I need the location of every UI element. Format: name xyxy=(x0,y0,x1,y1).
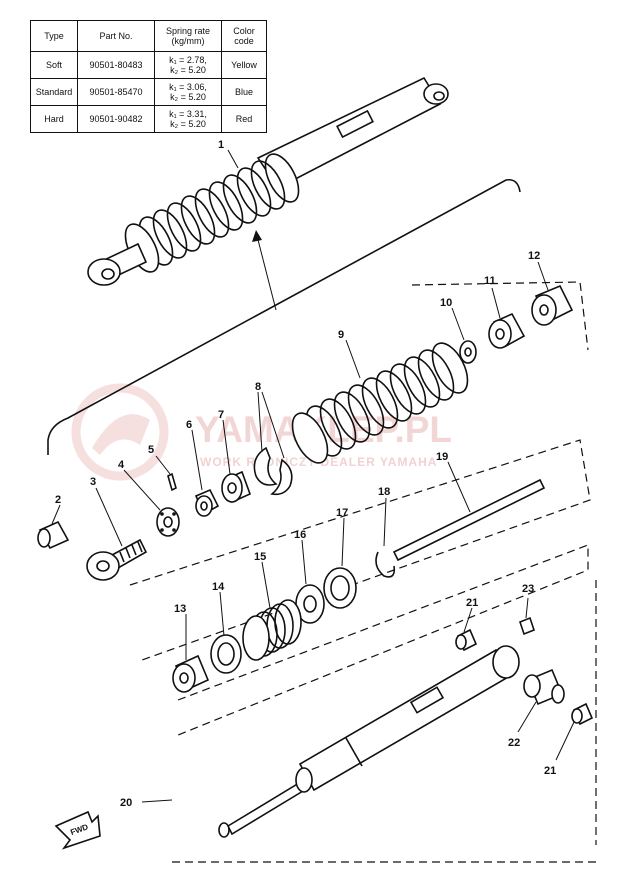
part-labels: 1 2 3 4 5 6 7 8 9 10 11 12 13 14 15 16 1… xyxy=(55,139,556,809)
label-part-5: 5 xyxy=(148,444,154,456)
part-22-bush xyxy=(523,668,565,706)
label-part-12: 12 xyxy=(528,250,540,262)
label-part-22: 22 xyxy=(508,737,520,749)
spec-header-row: Type Part No. Spring rate (kg/mm) Color … xyxy=(30,20,267,52)
fwd-arrow-icon: FWD xyxy=(54,810,101,850)
part-2-collar xyxy=(37,520,70,550)
cell-k2: k₂ = 5.20 xyxy=(170,65,206,75)
part-11-bush xyxy=(488,312,526,349)
part-21-collar-top xyxy=(455,628,478,652)
label-part-3: 3 xyxy=(90,476,96,488)
cell-k2: k₂ = 5.20 xyxy=(170,119,206,129)
part-21-collar-bottom xyxy=(571,702,594,726)
spec-row-standard: Standard 90501-85470 k₁ = 3.06, k₂ = 5.2… xyxy=(30,78,267,106)
part-7-adjuster xyxy=(221,470,252,504)
label-part-10: 10 xyxy=(440,297,452,309)
cell-part-no: 90501-80483 xyxy=(77,51,155,79)
label-part-21-top: 21 xyxy=(466,597,478,609)
cell-type: Standard xyxy=(30,78,78,106)
part-13-bump-stopper xyxy=(172,654,210,693)
header-type: Type xyxy=(30,20,78,52)
cell-color: Red xyxy=(221,105,267,133)
dashed-frame-upper xyxy=(129,439,591,661)
part-6-nut xyxy=(194,488,220,517)
part-15-spring xyxy=(242,599,302,661)
cell-k2: k₂ = 5.20 xyxy=(170,92,206,102)
part-10-washer xyxy=(459,340,477,364)
part-9-spring xyxy=(291,342,469,464)
label-part-20: 20 xyxy=(120,797,132,809)
part-8-spring-seat-halves xyxy=(253,446,293,496)
label-part-6: 6 xyxy=(186,419,192,431)
cell-k1: k₁ = 2.78, xyxy=(169,55,207,65)
cell-color: Blue xyxy=(221,78,267,106)
assembly-arrow xyxy=(255,231,277,311)
part-12-bush xyxy=(531,284,574,326)
part-17-ring xyxy=(323,567,357,609)
cell-part-no: 90501-85470 xyxy=(77,78,155,106)
spring-spec-table: Type Part No. Spring rate (kg/mm) Color … xyxy=(30,20,267,133)
cell-type: Hard xyxy=(30,105,78,133)
watermark-logo-icon xyxy=(71,383,169,481)
cell-type: Soft xyxy=(30,51,78,79)
label-part-19: 19 xyxy=(436,451,448,463)
label-part-7: 7 xyxy=(218,409,224,421)
cell-spring-rate: k₁ = 3.31, k₂ = 5.20 xyxy=(154,105,222,133)
part-18-circlip xyxy=(375,551,396,578)
label-part-15: 15 xyxy=(254,551,266,563)
part-20-damper xyxy=(218,645,520,838)
header-color-code: Color code xyxy=(221,20,267,52)
cell-color: Yellow xyxy=(221,51,267,79)
part-23-fitting xyxy=(519,616,535,636)
label-part-9: 9 xyxy=(338,329,344,341)
spec-row-soft: Soft 90501-80483 k₁ = 2.78, k₂ = 5.20 Ye… xyxy=(30,51,267,79)
label-part-1: 1 xyxy=(218,139,224,151)
dashed-frame-middle xyxy=(177,544,589,736)
label-part-13: 13 xyxy=(174,603,186,615)
part-5-pin xyxy=(167,472,177,492)
label-part-21-bottom: 21 xyxy=(544,765,556,777)
label-part-2: 2 xyxy=(55,494,61,506)
label-part-8: 8 xyxy=(255,381,261,393)
label-part-23: 23 xyxy=(522,583,534,595)
label-part-16: 16 xyxy=(294,529,306,541)
spec-row-hard: Hard 90501-90482 k₁ = 3.31, k₂ = 5.20 Re… xyxy=(30,105,267,133)
cell-k1: k₁ = 3.06, xyxy=(169,82,207,92)
cell-spring-rate: k₁ = 3.06, k₂ = 5.20 xyxy=(154,78,222,106)
label-part-18: 18 xyxy=(378,486,390,498)
disassembly-bracket xyxy=(47,178,521,455)
header-spring-rate: Spring rate (kg/mm) xyxy=(154,20,222,52)
header-part-no: Part No. xyxy=(77,20,155,52)
part-4-castle-nut xyxy=(156,507,180,537)
label-part-4: 4 xyxy=(118,459,125,471)
cell-k1: k₁ = 3.31, xyxy=(169,109,207,119)
cell-spring-rate: k₁ = 2.78, k₂ = 5.20 xyxy=(154,51,222,79)
label-part-17: 17 xyxy=(336,507,348,519)
cell-part-no: 90501-90482 xyxy=(77,105,155,133)
leader-lines xyxy=(51,149,575,803)
shock-absorber-assembly xyxy=(87,76,449,286)
label-part-11: 11 xyxy=(484,275,496,287)
part-14-ring xyxy=(210,634,242,674)
label-part-14: 14 xyxy=(212,581,225,593)
part-19-rod xyxy=(392,478,546,562)
dashed-frame-top-right xyxy=(411,281,589,351)
part-3-eye-bolt xyxy=(86,538,148,581)
